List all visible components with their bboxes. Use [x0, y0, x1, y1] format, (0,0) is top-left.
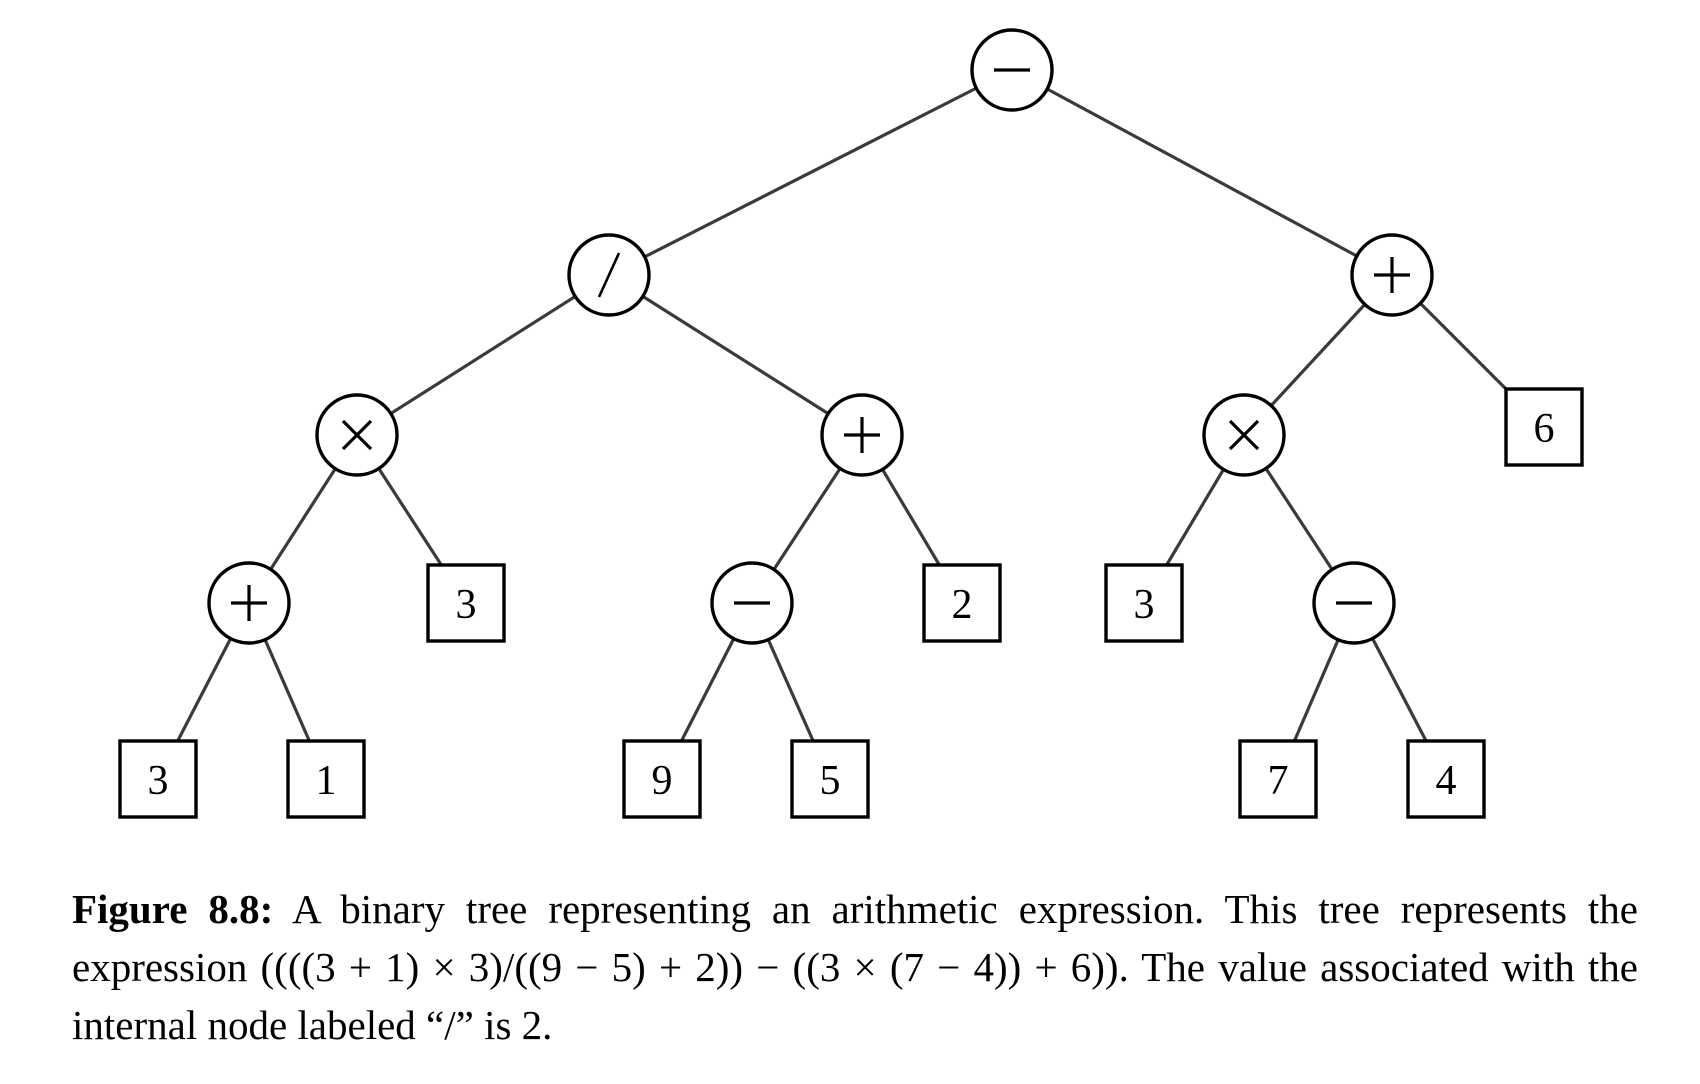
tree-edge-root-plusR	[1046, 87, 1358, 258]
expression-tree-diagram: − / + × + × 6 +3 − 2 3 − 3 1 9 5 7 4	[118, 28, 1584, 819]
operand-node-leaf9: 9	[622, 739, 702, 819]
tree-nodes: − / + × + × 6 +3 − 2 3 − 3 1 9 5 7 4	[118, 28, 1584, 819]
operand-label: 3	[1134, 582, 1155, 628]
tree-edge-minusM-leaf9	[680, 637, 736, 742]
caption-text: A binary tree representing an arithmetic…	[72, 886, 1638, 1048]
tree-edge-plusM-minusM	[772, 467, 842, 571]
times-symbol	[1228, 419, 1260, 451]
operand-label: 9	[652, 758, 673, 804]
operator-node-minusR: −	[1312, 561, 1396, 645]
tree-edge-root-div	[643, 86, 978, 259]
tree-edge-timesL-plusLL	[269, 467, 337, 571]
operand-node-leaf4: 4	[1406, 739, 1486, 819]
operand-label: 1	[316, 758, 337, 804]
operand-node-leaf2: 2	[922, 563, 1002, 643]
operator-node-plusLL: +	[207, 561, 291, 645]
operand-box	[790, 739, 870, 819]
caption-label: Figure 8.8:	[72, 886, 274, 932]
tree-edges	[176, 86, 1508, 742]
operator-node-root: −	[970, 28, 1054, 112]
operand-label: 2	[952, 582, 973, 628]
operand-box	[426, 563, 506, 643]
operator-node-timesL: ×	[315, 393, 399, 477]
tree-edge-timesL-leaf3a	[377, 467, 443, 566]
tree-edge-plusLL-leaf1	[263, 639, 311, 742]
operator-node-div: /	[567, 233, 651, 317]
operand-box	[922, 563, 1002, 643]
tree-edge-minusM-leaf5	[766, 638, 815, 742]
tree-edge-div-timesL	[389, 295, 577, 415]
tree-edge-minusR-leaf7	[1292, 639, 1340, 742]
operator-node-plusM: +	[820, 393, 904, 477]
operand-label: 7	[1268, 758, 1289, 804]
operand-node-leaf3a: 3	[426, 563, 506, 643]
operand-label: 5	[820, 758, 841, 804]
operand-box	[1238, 739, 1318, 819]
divide-symbol	[597, 252, 621, 298]
plus-symbol	[1374, 257, 1410, 293]
tree-edge-plusR-leaf6	[1419, 302, 1508, 391]
operand-node-leaf6: 6	[1504, 387, 1584, 467]
tree-edge-timesR-leaf3b	[1165, 468, 1225, 566]
operand-node-leaf3b: 3	[1104, 563, 1184, 643]
operand-label: 6	[1534, 406, 1555, 452]
operand-node-leaf7: 7	[1238, 739, 1318, 819]
figure-caption: Figure 8.8: A binary tree representing a…	[72, 880, 1638, 1054]
tree-edge-plusM-leaf2	[881, 468, 941, 566]
operand-label: 4	[1436, 758, 1457, 804]
operand-box	[1504, 387, 1584, 467]
tree-edge-plusLL-leaf3c	[176, 637, 233, 742]
operand-box	[286, 739, 366, 819]
operand-node-leaf3c: 3	[118, 739, 198, 819]
plus-symbol	[231, 585, 267, 621]
operand-box	[622, 739, 702, 819]
operand-label: 3	[456, 582, 477, 628]
plus-symbol	[844, 417, 880, 453]
operand-box	[118, 739, 198, 819]
tree-edge-timesR-minusR	[1264, 467, 1334, 571]
operand-box	[1406, 739, 1486, 819]
times-symbol	[341, 419, 373, 451]
operator-node-minusM: −	[710, 561, 794, 645]
tree-edge-minusR-leaf4	[1371, 637, 1428, 742]
operand-node-leaf1: 1	[286, 739, 366, 819]
operator-node-plusR: +	[1350, 233, 1434, 317]
operand-box	[1104, 563, 1184, 643]
operand-node-leaf5: 5	[790, 739, 870, 819]
operand-label: 3	[148, 758, 169, 804]
tree-edge-plusR-timesR	[1269, 303, 1367, 407]
operator-node-timesR: ×	[1202, 393, 1286, 477]
tree-edge-div-plusM	[641, 295, 830, 415]
